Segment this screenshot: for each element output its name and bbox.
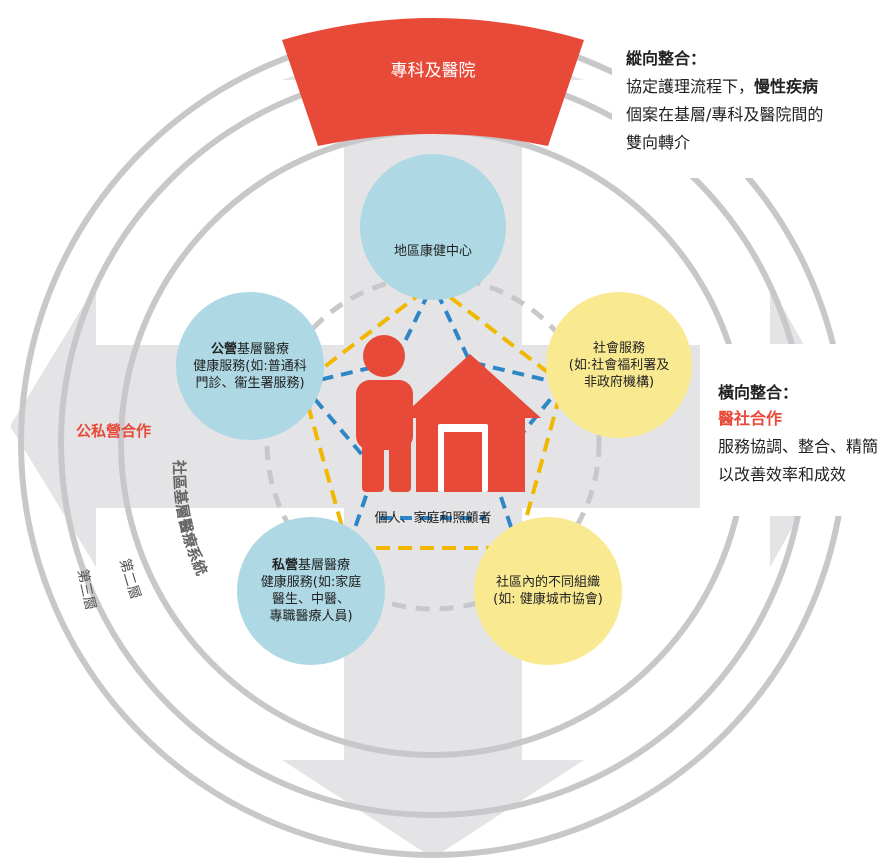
private-phc-title-rest: 基層醫療 bbox=[298, 558, 351, 573]
connection-pentagon bbox=[299, 281, 566, 550]
public-phc-title-rest: 基層醫療 bbox=[237, 341, 290, 357]
ring-label-layer3: 第三層 bbox=[74, 568, 98, 612]
node-social-services: 社會服務 (如:社會福利署及 非政府機構) bbox=[546, 292, 692, 438]
node-public-primary-care: 公營基層醫療 健康服務(如:普通科 門診、衞生署服務) bbox=[176, 292, 324, 440]
public-phc-line2: 健康服務(如:普通科 bbox=[193, 358, 307, 374]
house-icon bbox=[400, 354, 541, 492]
specialist-hospital-arc bbox=[282, 18, 584, 146]
private-phc-line4: 專職醫療人員) bbox=[269, 609, 353, 624]
horizontal-integration-panel: 橫向整合： 醫社合作 服務協調、整合、精簡 以改善效率和成效 bbox=[700, 344, 892, 516]
dhc-label: 地區康健中心 bbox=[393, 244, 472, 259]
community-line2: (如: 健康城市協會) bbox=[493, 592, 603, 607]
horizontal-integration-line2: 以改善效率和成效 bbox=[718, 465, 847, 484]
social-line2: (如:社會福利署及 bbox=[568, 357, 670, 373]
connector-left bbox=[301, 283, 435, 386]
private-phc-line2: 健康服務(如:家庭 bbox=[260, 575, 362, 590]
social-line1: 社會服務 bbox=[592, 340, 645, 356]
vertical-integration-line3: 雙向轉介 bbox=[626, 133, 691, 152]
person-icon bbox=[356, 335, 413, 492]
node-community-organisations: 社區內的不同組織 (如: 健康城市協會) bbox=[474, 517, 622, 665]
connector-bottom-left bbox=[300, 382, 378, 549]
center-label: 個人、家庭和照顧者 bbox=[374, 511, 492, 526]
community-line1: 社區內的不同組織 bbox=[495, 575, 600, 590]
vertical-integration-title: 縱向整合： bbox=[626, 49, 707, 68]
connector-right bbox=[431, 283, 564, 386]
social-line3: 非政府機構) bbox=[583, 374, 655, 390]
vertical-integration-line2: 個案在基層/專科及醫院間的 bbox=[626, 105, 824, 124]
vertical-line1-bold: 慢性疾病 bbox=[754, 77, 819, 96]
private-phc-title: 私營基層醫療 bbox=[272, 557, 350, 574]
specialist-hospital-label: 專科及醫院 bbox=[391, 61, 476, 81]
public-phc-line3: 門診、衞生署服務) bbox=[195, 375, 305, 391]
vertical-line1-prefix: 協定護理流程下， bbox=[626, 77, 755, 96]
node-private-primary-care: 私營基層醫療 健康服務(如:家庭 醫生、中醫、 專職醫療人員) bbox=[237, 517, 385, 665]
horizontal-integration-subtitle: 醫社合作 bbox=[718, 409, 783, 428]
private-phc-line3: 醫生、中醫、 bbox=[271, 592, 350, 607]
public-private-label: 公私營合作 bbox=[76, 422, 152, 440]
public-phc-title: 公營基層醫療 bbox=[211, 341, 289, 358]
vertical-integration-panel: 縱向整合： 協定護理流程下，慢性疾病 個案在基層/專科及醫院間的 雙向轉介 bbox=[612, 40, 892, 178]
horizontal-integration-title: 橫向整合： bbox=[718, 383, 799, 402]
horizontal-integration-line1: 服務協調、整合、精簡 bbox=[718, 437, 879, 456]
vertical-integration-line1: 協定護理流程下，慢性疾病 bbox=[626, 76, 818, 98]
ring-label-layer2: 第二層 bbox=[116, 557, 143, 602]
node-district-health-centre: 地區康健中心 bbox=[360, 154, 506, 300]
private-phc-bold: 私營 bbox=[271, 558, 298, 573]
public-phc-bold: 公營 bbox=[210, 341, 237, 357]
